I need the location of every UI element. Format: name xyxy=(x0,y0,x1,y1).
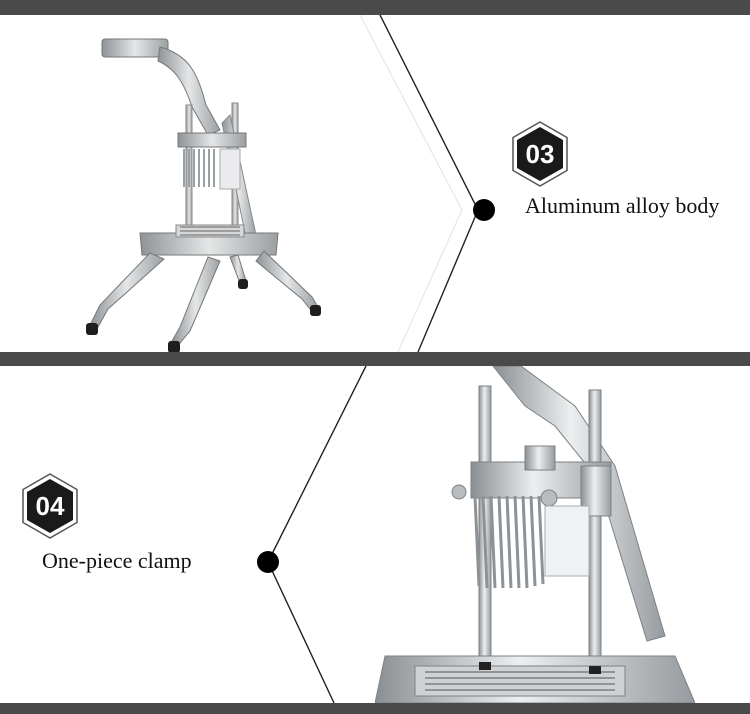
vegetable-cutter-image xyxy=(86,38,321,352)
feature-number: 03 xyxy=(525,139,555,169)
callout-dot xyxy=(257,551,279,573)
feature-panel-04: 04 One-piece clamp xyxy=(0,366,750,703)
feature-caption: One-piece clamp xyxy=(42,548,192,573)
feature-number-badge: 04 xyxy=(21,473,79,539)
feature-panel-03: 03 Aluminum alloy body xyxy=(0,15,750,352)
feature-caption: Aluminum alloy body xyxy=(525,193,720,218)
top-band xyxy=(0,0,750,15)
feature-number: 04 xyxy=(35,491,65,521)
clamp-closeup-image xyxy=(375,366,695,703)
middle-band xyxy=(0,352,750,366)
bottom-band xyxy=(0,703,750,714)
feature-number-badge: 03 xyxy=(511,121,569,187)
callout-dot xyxy=(473,199,495,221)
